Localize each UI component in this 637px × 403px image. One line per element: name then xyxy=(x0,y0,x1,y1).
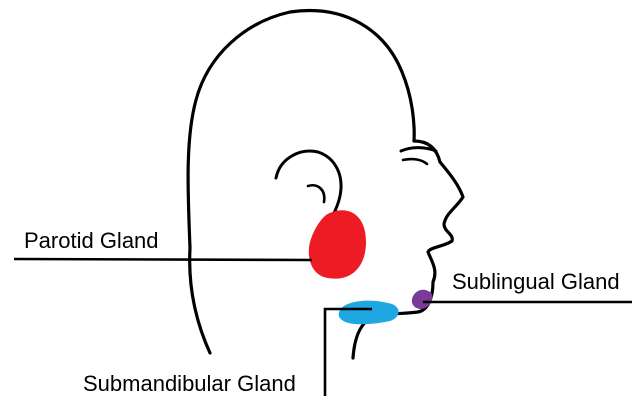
ear-inner xyxy=(308,185,324,202)
parotid-gland xyxy=(309,210,366,278)
submandibular-gland xyxy=(339,301,399,325)
eye-line-lower xyxy=(403,159,427,164)
sublingual-gland xyxy=(412,290,433,309)
parotid-leader-line xyxy=(14,259,312,260)
sublingual-gland-label: Sublingual Gland xyxy=(452,271,620,293)
submandibular-gland-label: Submandibular Gland xyxy=(83,373,296,395)
parotid-gland-label: Parotid Gland xyxy=(24,230,159,252)
eye-line xyxy=(401,148,436,151)
